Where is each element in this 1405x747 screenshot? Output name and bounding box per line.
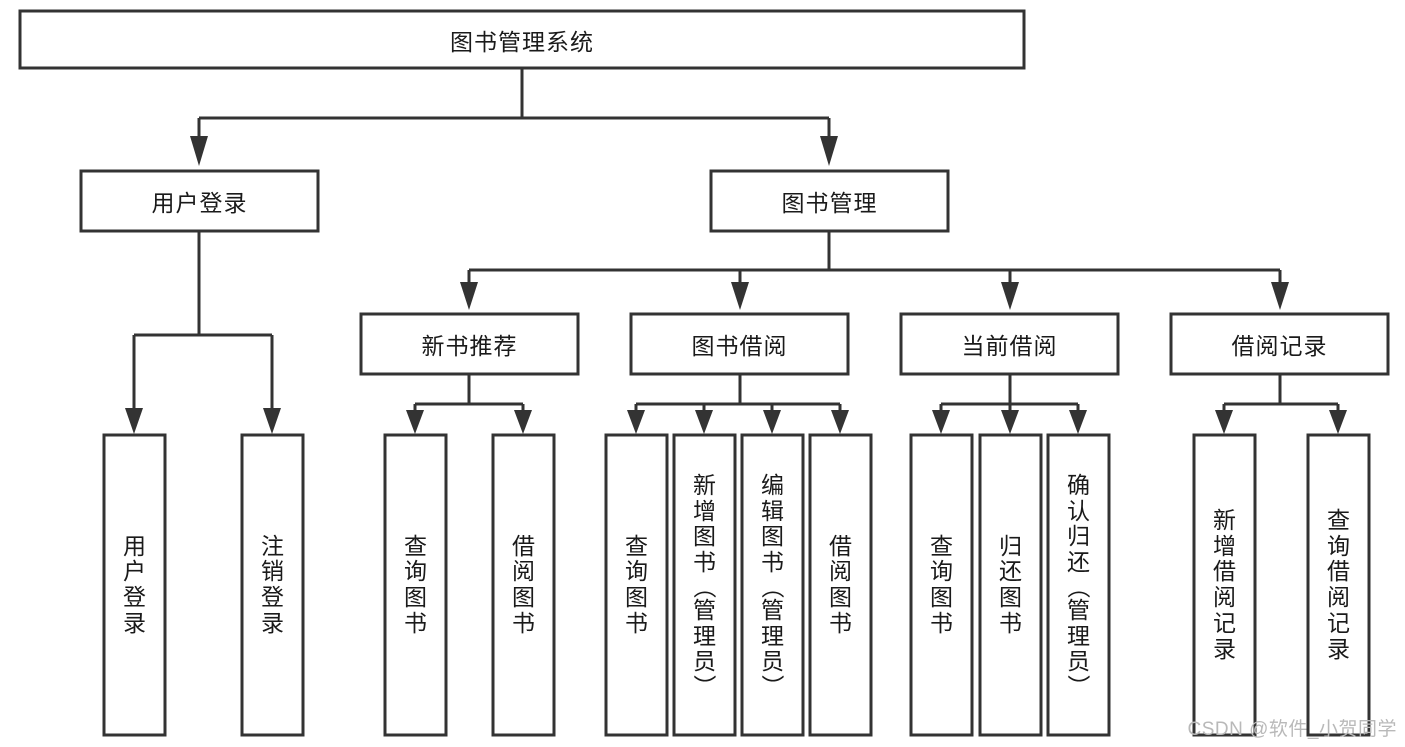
arrow-head-leaf-add-book bbox=[695, 410, 713, 434]
connector-group-borrow bbox=[627, 374, 849, 434]
connector-group-login bbox=[125, 231, 281, 434]
node-box-records[interactable] bbox=[1169, 312, 1390, 376]
node-box-leaf-add-record[interactable] bbox=[1192, 433, 1257, 737]
node-box-leaf-confirm-return[interactable] bbox=[1046, 433, 1111, 737]
arrow-head-records bbox=[1271, 282, 1289, 310]
node-box-borrow[interactable] bbox=[629, 312, 850, 376]
node-box-login[interactable] bbox=[79, 169, 320, 233]
node-box-bookmgmt[interactable] bbox=[709, 169, 950, 233]
arrow-head-login bbox=[190, 136, 208, 166]
node-box-leaf-return-book[interactable] bbox=[978, 433, 1043, 737]
node-box-leaf-query-book-2[interactable] bbox=[604, 433, 669, 737]
arrow-head-leaf-query-book-2 bbox=[627, 410, 645, 434]
node-box-newbook[interactable] bbox=[359, 312, 580, 376]
node-box-leaf-user-logout[interactable] bbox=[240, 433, 305, 737]
arrow-head-leaf-query-book-3 bbox=[932, 410, 950, 434]
arrow-head-bookmgmt bbox=[820, 136, 838, 166]
arrow-head-leaf-edit-book bbox=[763, 410, 781, 434]
arrow-head-leaf-borrow-book-1 bbox=[514, 410, 532, 434]
connector-group-bookmgmt bbox=[460, 231, 1289, 310]
arrow-head-leaf-return-book bbox=[1001, 410, 1019, 434]
node-box-leaf-borrow-book-2[interactable] bbox=[808, 433, 873, 737]
arrow-head-leaf-query-record bbox=[1329, 410, 1347, 434]
arrow-head-leaf-borrow-book-2 bbox=[831, 410, 849, 434]
node-box-leaf-add-book[interactable] bbox=[672, 433, 737, 737]
arrow-head-current bbox=[1001, 282, 1019, 310]
connector-group-records bbox=[1215, 374, 1347, 434]
node-box-leaf-query-record[interactable] bbox=[1306, 433, 1371, 737]
arrow-head-leaf-add-record bbox=[1215, 410, 1233, 434]
connector-group-newbook bbox=[406, 374, 532, 434]
arrow-head-leaf-confirm-return bbox=[1069, 410, 1087, 434]
arrow-head-leaf-query-book-1 bbox=[406, 410, 424, 434]
connector-group-current bbox=[932, 374, 1087, 434]
node-box-current[interactable] bbox=[899, 312, 1120, 376]
arrow-head-borrow bbox=[731, 282, 749, 310]
node-box-leaf-borrow-book-1[interactable] bbox=[491, 433, 556, 737]
node-box-leaf-edit-book[interactable] bbox=[740, 433, 805, 737]
node-box-leaf-user-login[interactable] bbox=[102, 433, 167, 737]
node-box-root[interactable] bbox=[18, 9, 1026, 70]
node-box-leaf-query-book-3[interactable] bbox=[909, 433, 974, 737]
node-box-leaf-query-book-1[interactable] bbox=[383, 433, 448, 737]
arrow-head-newbook bbox=[460, 282, 478, 310]
arrow-head-leaf-user-login bbox=[125, 408, 143, 434]
arrow-head-leaf-user-logout bbox=[263, 408, 281, 434]
connector-group-root bbox=[190, 68, 838, 166]
